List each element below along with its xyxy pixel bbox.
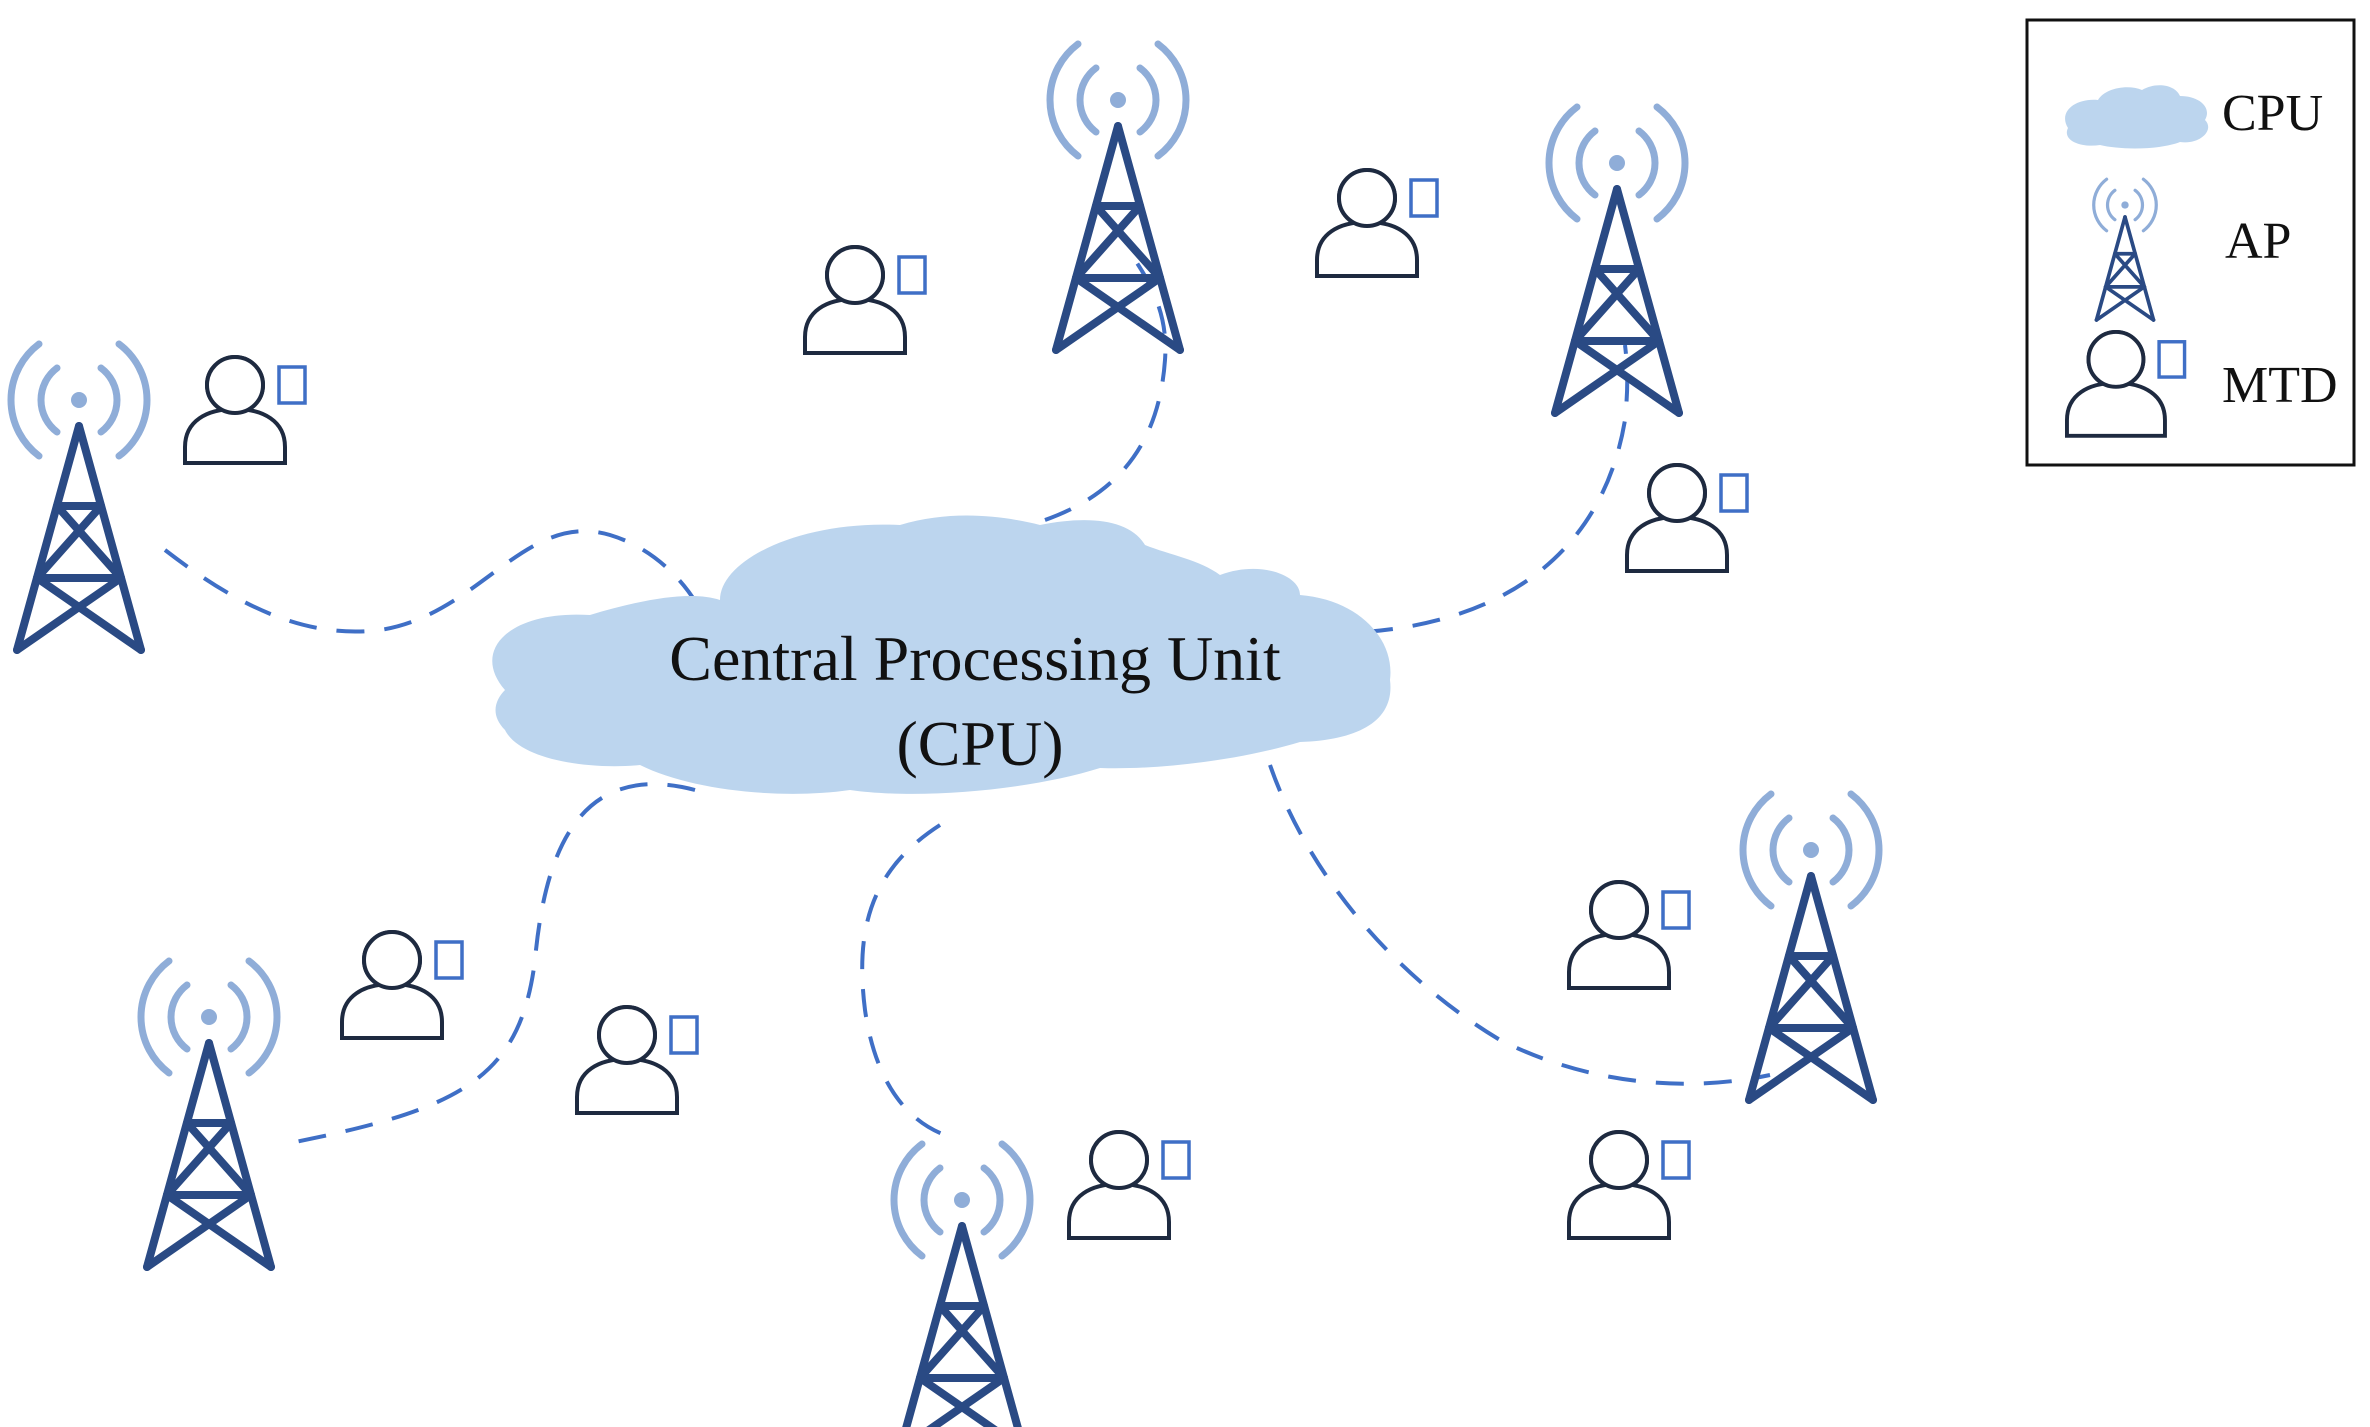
tower-icon [1743,794,1879,1100]
user-device-icon [1067,1130,1191,1240]
link-ap-left [163,529,702,634]
link-ap-top [1044,258,1168,522]
legend: CPU AP MTD [2025,18,2356,467]
cpu-label-line2: (CPU) [896,708,1063,779]
user-device-icon [803,245,927,355]
tower-icon [11,344,147,650]
legend-label-cpu: CPU [2222,85,2323,142]
tower-icon [1050,44,1186,350]
legend-cloud-icon [2065,85,2209,149]
link-ap-bottom [860,823,946,1137]
legend-label-mtd: MTD [2222,357,2338,414]
tower-icon [894,1144,1030,1427]
link-ap-bottom-right [1268,764,1771,1086]
tower-icon [141,961,277,1267]
tower-icon [1549,107,1685,413]
user-device-icon [1315,168,1439,278]
user-device-icon [183,355,307,465]
user-device-icon [1567,1130,1691,1240]
user-device-icon [575,1005,699,1115]
cpu-cloud: Central Processing Unit (CPU) [492,515,1391,794]
user-device-icon [340,930,464,1040]
cpu-label-line1: Central Processing Unit [669,623,1281,694]
legend-label-ap: AP [2225,213,2291,270]
user-device-icon [1567,880,1691,990]
user-device-icon [1625,463,1749,573]
link-ap-bottom-left [279,782,696,1147]
